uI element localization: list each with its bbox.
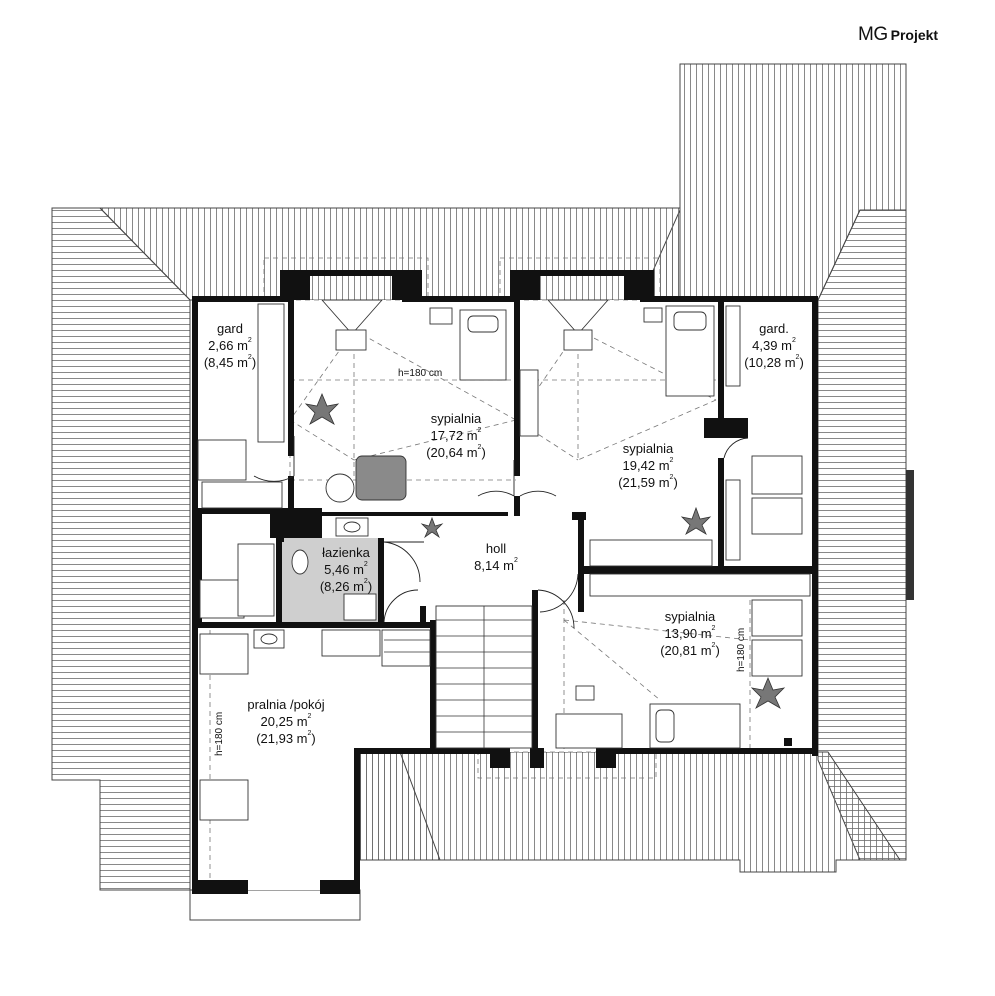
height-tag-left: h=180 cm <box>214 711 225 756</box>
room-name: gard <box>216 321 244 336</box>
roof-bottom-right <box>359 751 901 873</box>
room-name: pralnia /pokój <box>247 697 325 712</box>
room-area: 13,90 m2 <box>664 625 716 641</box>
room-gross: (20,64 m2) <box>426 444 486 460</box>
brand-projekt: Projekt <box>890 27 939 43</box>
room-area: 4,39 m2 <box>752 337 796 353</box>
room-label-sypialnia-2: sypialnia 19,42 m2 (21,59 m2) <box>618 440 678 491</box>
room-label-gard-left: gard 2,66 m2 (8,45 m2) <box>204 320 256 371</box>
roof-top <box>98 207 681 301</box>
roof-bay <box>906 470 914 600</box>
room-gross: (8,26 m2) <box>319 578 373 594</box>
room-area: 19,42 m2 <box>622 457 674 473</box>
room-gross: (10,28 m2) <box>744 354 804 370</box>
room-gross: (20,81 m2) <box>660 642 720 658</box>
room-label-sypialnia-1: sypialnia 17,72 m2 (20,64 m2) <box>426 410 486 461</box>
height-tag-right: h=180 cm <box>736 627 747 672</box>
room-name: sypialnia <box>622 441 674 456</box>
armchair <box>355 455 407 501</box>
plants <box>304 392 786 709</box>
room-gross: (21,93 m2) <box>256 730 316 746</box>
brand-mg: MG <box>858 24 888 45</box>
room-label-pralnia: pralnia /pokój 20,25 m2 (21,93 m2) <box>247 696 324 747</box>
room-name: sypialnia <box>430 411 482 426</box>
room-name: łazienka <box>322 545 370 560</box>
room-label-sypialnia-3: sypialnia 13,90 m2 (20,81 m2) <box>660 608 720 659</box>
room-name: gard. <box>759 321 789 336</box>
room-label-holl: holl 8,14 m2 <box>474 540 518 574</box>
room-gross: (21,59 m2) <box>618 474 678 490</box>
room-label-lazienka: łazienka 5,46 m2 (8,26 m2) <box>320 544 372 595</box>
room-gross: (8,45 m2) <box>203 354 257 370</box>
furniture <box>197 299 811 821</box>
walls <box>192 270 818 894</box>
room-area: 17,72 m2 <box>430 427 482 443</box>
roof-bottom-left <box>189 889 361 921</box>
room-label-gard-right: gard. 4,39 m2 (10,28 m2) <box>744 320 804 371</box>
stair-treads <box>384 606 532 748</box>
room-name: holl <box>485 541 507 556</box>
room-name: sypialnia <box>664 609 716 624</box>
doors <box>253 436 749 629</box>
room-area: 20,25 m2 <box>260 713 312 729</box>
height-tag-top: h=180 cm <box>398 368 443 379</box>
roof-left <box>51 207 191 891</box>
room-area: 5,46 m2 <box>324 561 368 577</box>
roof <box>51 63 914 921</box>
room-area: 8,14 m2 <box>474 557 518 573</box>
room-area: 2,66 m2 <box>208 337 252 353</box>
